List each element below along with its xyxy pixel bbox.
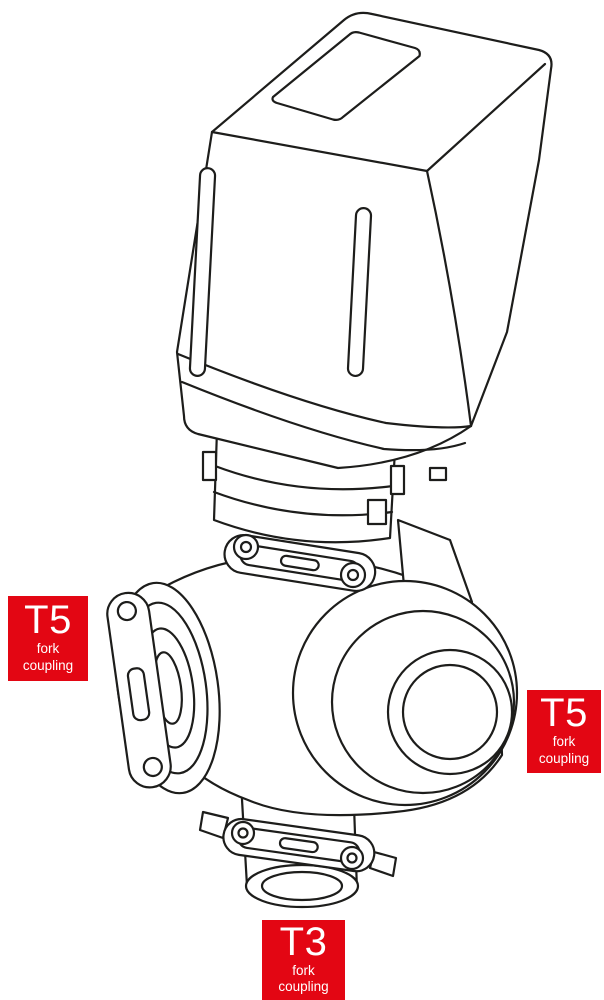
coupling-sub2: coupling — [278, 979, 329, 994]
coupling-sub2: coupling — [22, 657, 74, 673]
coupling-code: T5 — [540, 691, 588, 736]
top-fork-coupling-clamp — [223, 533, 377, 593]
coupling-code: T5 — [24, 598, 72, 643]
bottom-fork-coupling-clamp — [198, 810, 398, 878]
bottom-port — [238, 763, 360, 909]
coupling-sub1: fork — [292, 962, 315, 978]
coupling-label-left: T5 fork coupling — [8, 596, 88, 681]
actuator-top-panel — [271, 30, 421, 122]
coupling-label-right: T5 fork coupling — [527, 690, 601, 773]
coupling-sub1: fork — [36, 641, 60, 657]
right-port — [291, 579, 519, 807]
actuator — [175, 11, 553, 482]
coupling-sub1: fork — [552, 734, 576, 750]
left-port — [106, 581, 221, 795]
coupling-code: T3 — [279, 919, 328, 964]
left-fork-bracket — [106, 591, 172, 789]
coupling-label-bottom: T3 fork coupling — [262, 920, 345, 1000]
coupling-sub2: coupling — [538, 750, 590, 766]
